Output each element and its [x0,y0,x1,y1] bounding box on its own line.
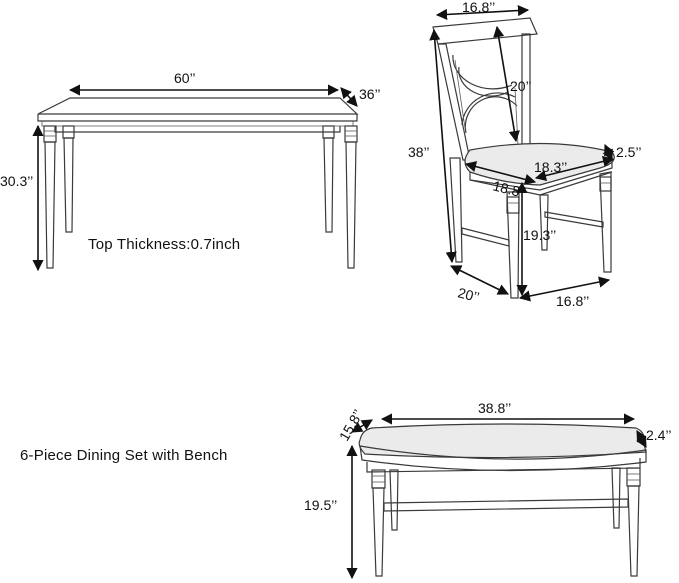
table-height-label: 30.3’’ [0,173,33,189]
bench-length-label: 38.8’’ [478,400,511,416]
set-name-caption: 6-Piece Dining Set with Bench [20,447,228,464]
table-leg-back-right [322,125,335,233]
chair-base-depth-arrow [449,265,510,295]
bench-leg-front-left [371,469,386,577]
table-leg-back-left [62,125,75,233]
chair-back-height-label: 20’’ [510,78,532,94]
chair-base-width-arrow [518,276,611,302]
table-length-label: 60’’ [174,70,196,86]
chair-base-depth-label: 20’’ [456,284,481,305]
bench-depth-arrow [351,419,373,433]
bench-drawing [358,423,647,577]
chair-seat-depth-label: 18.8’’ [491,177,527,201]
bench-cushion-thickness-label: 2.4’’ [646,427,671,443]
bench-leg-front-right [626,467,641,577]
chair-seat-depth-arrow [464,161,537,185]
chair-total-height-arrow [429,28,457,264]
dining-chair-drawing [432,17,615,299]
chair-seat-thickness-label: 2.5’’ [616,144,641,160]
chair-back-height-arrow [493,25,520,143]
chair-back-width-arrow [435,4,530,21]
chair-seat-thickness-arrow [602,143,615,162]
bench-height-label: 19.5’’ [304,497,337,513]
table-leg-front-left [43,125,57,269]
bench-cushion-thickness-arrow [636,430,647,448]
chair-seat-height-label: 19.3’’ [523,227,556,243]
table-width-label: 36’’ [359,86,381,102]
chair-total-height-label: 38’’ [408,144,430,160]
chair-base-width-label: 16.8’’ [556,293,589,309]
table-leg-front-right [344,125,358,269]
table-width-arrow [340,87,358,107]
chair-seat-width-arrow [534,155,615,182]
chair-seat-width-label: 18.3’’ [534,159,567,175]
top-thickness-caption: Top Thickness:0.7inch [88,236,241,253]
dining-table-drawing [37,97,359,269]
chair-back-width-label: 16.8’’ [462,0,495,15]
